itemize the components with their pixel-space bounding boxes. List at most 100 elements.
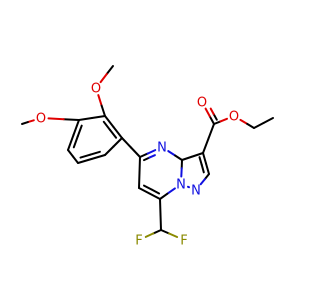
- single-bond: [21, 119, 35, 125]
- single-bond: [180, 159, 183, 178]
- bond-line: [121, 137, 132, 149]
- bond-line: [91, 115, 106, 119]
- single-bond: [144, 229, 162, 238]
- bond-line: [148, 192, 161, 200]
- bond-line: [262, 117, 274, 124]
- bond-line: [138, 187, 151, 195]
- bond-line: [21, 121, 29, 125]
- single-bond: [167, 150, 183, 161]
- bond-line: [150, 188, 161, 195]
- bond-line: [207, 123, 215, 140]
- bond-line: [159, 192, 169, 200]
- bond-line: [202, 152, 207, 165]
- bond-line: [76, 124, 83, 138]
- pyrazole-nitrogen-label: N: [191, 184, 201, 199]
- single-bond: [99, 65, 114, 84]
- single-bond: [121, 137, 141, 158]
- bond-line: [198, 156, 203, 166]
- bond-line: [253, 122, 265, 129]
- double-bond: [204, 107, 218, 125]
- bond-line: [160, 229, 171, 235]
- bond-line: [99, 73, 108, 84]
- bond-line: [79, 153, 92, 159]
- single-bond: [159, 198, 162, 231]
- single-bond: [202, 123, 215, 154]
- fluorine-label: F: [180, 234, 187, 249]
- bond-line: [144, 232, 155, 238]
- bond-line: [166, 187, 176, 195]
- bond-line: [97, 94, 103, 107]
- bond-line: [159, 213, 162, 231]
- bond-line: [200, 163, 205, 174]
- bond-line: [104, 145, 115, 156]
- carbonyl-oxygen-label: O: [197, 96, 207, 111]
- bond-line: [213, 120, 222, 125]
- bond-line: [191, 152, 204, 158]
- bond-line: [148, 154, 156, 159]
- bond-line: [62, 118, 80, 121]
- bonds-layer: [21, 65, 274, 238]
- methoxy-oxygen-label: O: [91, 82, 101, 97]
- single-bond: [67, 149, 79, 164]
- bond-line: [138, 171, 141, 189]
- double-bond: [139, 149, 157, 162]
- bond-line: [139, 152, 149, 158]
- bond-line: [90, 154, 106, 160]
- single-bond: [138, 156, 141, 189]
- single-bond: [160, 229, 179, 238]
- bond-line: [104, 115, 115, 128]
- bond-line: [167, 150, 177, 157]
- bond-line: [239, 118, 249, 125]
- double-bond: [102, 115, 123, 139]
- single-bond: [199, 173, 210, 186]
- double-bond: [198, 152, 210, 175]
- bond-line: [67, 134, 75, 151]
- double-bond: [77, 150, 106, 164]
- single-bond: [47, 117, 80, 121]
- single-bond: [213, 117, 228, 125]
- bond-line: [78, 117, 93, 121]
- bond-line: [202, 137, 210, 154]
- bond-line: [26, 119, 35, 124]
- bond-line: [72, 119, 80, 136]
- bond-line: [181, 155, 194, 161]
- bond-line: [203, 173, 210, 181]
- bond-line: [204, 107, 211, 118]
- bond-line: [105, 65, 114, 75]
- bond-line: [159, 198, 162, 216]
- bond-line: [246, 122, 255, 129]
- fluorine-label: F: [135, 234, 142, 249]
- bond-line: [67, 149, 74, 158]
- bond-line: [72, 155, 79, 164]
- bond-line: [219, 117, 228, 123]
- bond-line: [174, 154, 183, 161]
- bond-line: [146, 149, 157, 155]
- single-bond: [104, 137, 123, 156]
- bond-line: [112, 126, 123, 139]
- bond-line: [108, 128, 118, 139]
- bond-line: [168, 232, 179, 238]
- bond-line: [209, 107, 215, 116]
- single-bond: [78, 115, 106, 121]
- bond-line: [47, 117, 65, 121]
- double-bond: [67, 119, 83, 151]
- single-bond: [239, 118, 255, 129]
- single-bond: [159, 187, 176, 200]
- bond-line: [199, 178, 206, 186]
- bond-line: [138, 156, 141, 174]
- bond-line: [152, 229, 162, 235]
- single-bond: [181, 152, 204, 161]
- bond-line: [72, 135, 79, 149]
- bond-line: [102, 120, 111, 131]
- bond-line: [77, 158, 93, 164]
- bond-line: [100, 104, 106, 117]
- bond-line: [208, 115, 215, 125]
- bond-line: [143, 184, 153, 191]
- double-bond: [138, 184, 161, 200]
- single-bond: [253, 117, 274, 129]
- bond-line: [89, 150, 101, 156]
- bond-line: [112, 137, 123, 148]
- methoxy-oxygen-label: O: [36, 112, 46, 127]
